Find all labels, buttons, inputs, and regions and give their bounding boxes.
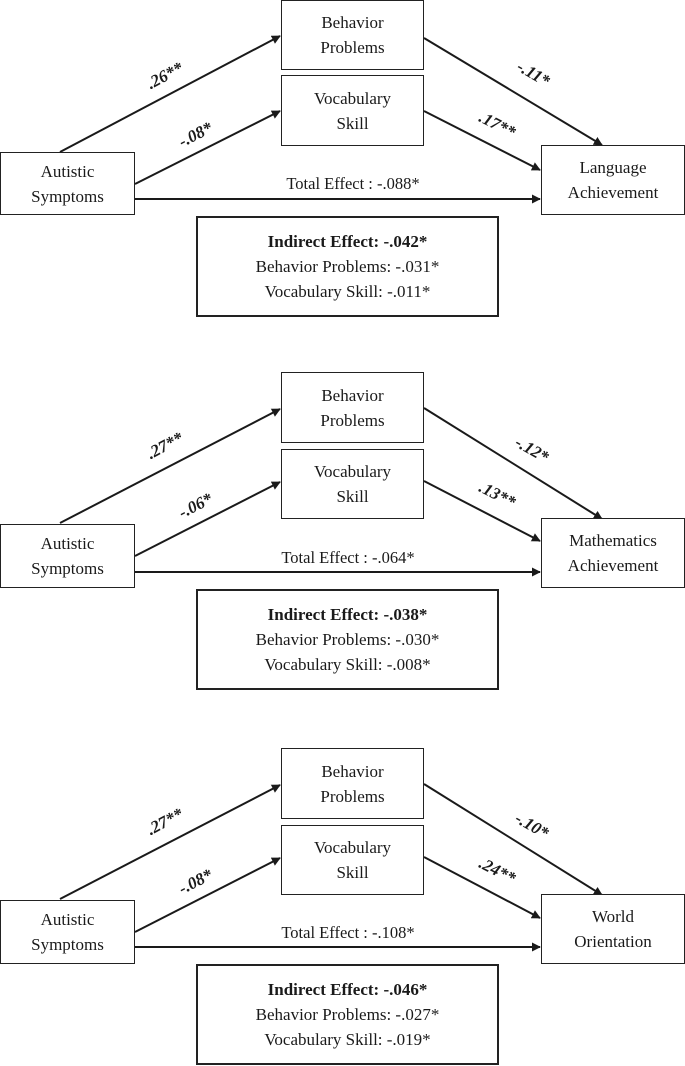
node-label: Achievement: [567, 556, 659, 575]
node-label: Autistic: [40, 534, 95, 553]
arrow-autistic-to-behavior-1: [59, 35, 281, 153]
arrow-vocab-to-outcome-3: [423, 856, 541, 919]
node-vocabulary-skill-2: Vocabulary Skill: [281, 449, 424, 519]
arrow-vocab-to-outcome-1: [423, 110, 541, 171]
node-label: Problems: [320, 410, 385, 430]
arrow-vocab-to-outcome-2: [423, 480, 541, 542]
node-label: World: [591, 907, 635, 926]
arrow-behavior-to-outcome-1: [423, 37, 603, 146]
node-label: Symptoms: [31, 559, 104, 578]
arrow-behavior-to-outcome-3: [423, 783, 603, 896]
arrow-autistic-to-vocab-1: [134, 110, 281, 185]
panel-2-arrows: [59, 407, 603, 577]
indirect-effect-heading: Indirect Effect: -.038*: [267, 605, 428, 624]
node-behavior-problems-1: Behavior Problems: [281, 0, 424, 70]
node-label: Mathematics: [569, 531, 657, 550]
node-label: Orientation: [574, 932, 652, 951]
indirect-vocab-line: Vocabulary Skill: -.011*: [264, 282, 431, 301]
node-behavior-problems-3: Behavior Problems: [281, 748, 424, 819]
node-label: Symptoms: [31, 186, 104, 206]
node-behavior-problems-2: Behavior Problems: [281, 372, 424, 443]
node-autistic-symptoms-3: Autistic Symptoms: [0, 900, 135, 964]
node-label: Vocabulary: [313, 838, 392, 857]
indirect-effect-box-3: Indirect Effect: -.046* Behavior Problem…: [196, 964, 499, 1065]
arrow-autistic-to-behavior-3: [59, 784, 281, 900]
indirect-behavior-line: Behavior Problems: -.027*: [255, 1005, 440, 1024]
node-label: Vocabulary: [313, 462, 392, 481]
indirect-effect-heading: Indirect Effect: -.042*: [267, 232, 428, 251]
total-effect-label-3: Total Effect : -.108*: [281, 923, 415, 942]
node-label: Behavior: [321, 385, 384, 405]
arrow-behavior-to-outcome-2: [423, 407, 603, 520]
node-label: Language: [579, 158, 647, 177]
indirect-vocab-line: Vocabulary Skill: -.008*: [264, 655, 431, 674]
node-label: Problems: [320, 38, 385, 57]
node-label: Problems: [320, 786, 385, 806]
arrow-autistic-to-behavior-2: [59, 408, 281, 524]
node-label: Behavior: [321, 13, 384, 32]
node-label: Symptoms: [31, 935, 104, 954]
total-effect-label-2: Total Effect : -.064*: [281, 548, 415, 567]
indirect-effect-box-1: Indirect Effect: -.042* Behavior Problem…: [196, 216, 499, 317]
indirect-vocab-line: Vocabulary Skill: -.019*: [264, 1030, 431, 1049]
node-autistic-symptoms-1: Autistic Symptoms: [0, 152, 135, 215]
node-outcome-1: Language Achievement: [541, 145, 685, 215]
indirect-effect-box-2: Indirect Effect: -.038* Behavior Problem…: [196, 589, 499, 690]
node-label: Autistic: [40, 161, 95, 181]
node-vocabulary-skill-1: Vocabulary Skill: [281, 75, 424, 146]
node-label: Skill: [336, 487, 369, 506]
panel-1-arrows: [59, 35, 603, 204]
node-vocabulary-skill-3: Vocabulary Skill: [281, 825, 424, 895]
node-autistic-symptoms-2: Autistic Symptoms: [0, 524, 135, 588]
panel-3-arrows: [59, 783, 603, 952]
node-label: Skill: [336, 863, 369, 882]
indirect-behavior-line: Behavior Problems: -.031*: [255, 257, 440, 276]
node-label: Vocabulary: [313, 88, 392, 108]
arrow-autistic-to-vocab-3: [134, 857, 281, 933]
node-outcome-2: Mathematics Achievement: [541, 518, 685, 588]
node-label: Behavior: [321, 761, 384, 781]
node-label: Achievement: [567, 183, 659, 202]
node-label: Autistic: [40, 910, 95, 929]
arrow-autistic-to-vocab-2: [134, 481, 281, 557]
total-effect-label-1: Total Effect : -.088*: [286, 174, 420, 193]
node-label: Skill: [336, 113, 369, 133]
node-outcome-3: World Orientation: [541, 894, 685, 964]
indirect-behavior-line: Behavior Problems: -.030*: [255, 630, 440, 649]
indirect-effect-heading: Indirect Effect: -.046*: [267, 980, 428, 999]
